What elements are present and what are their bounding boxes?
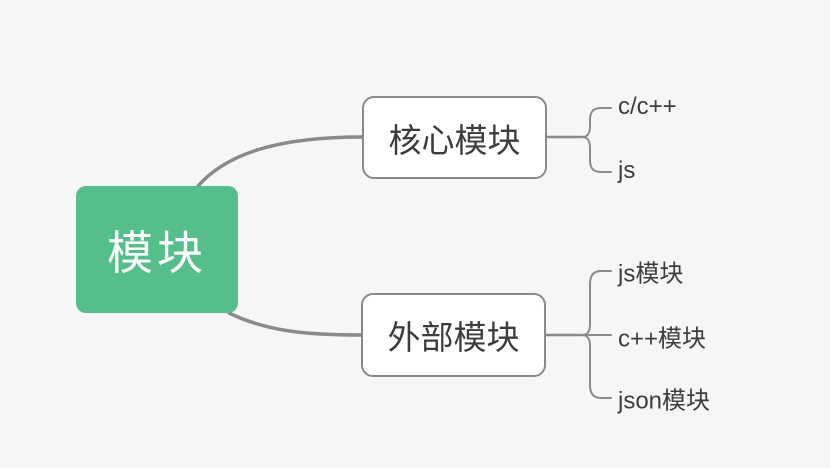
leaf-cpp-module[interactable]: c++模块 — [618, 325, 707, 353]
node-external-label: 外部模块 — [387, 319, 520, 356]
leaf-js-module[interactable]: js模块 — [618, 260, 684, 288]
node-core-label: 核心模块 — [388, 121, 521, 159]
leaf-c-cpp[interactable]: c/c++ — [618, 93, 677, 120]
edge-core-to-js — [581, 136, 612, 173]
edge-root-to-core — [196, 135, 364, 188]
edge-external-to-json-module — [581, 334, 612, 399]
leaf-js[interactable]: js — [618, 157, 636, 184]
node-external-module[interactable]: 外部模块 — [361, 293, 546, 377]
edge-core-to-c-cpp — [581, 107, 612, 138]
node-root-label: 模块 — [107, 226, 207, 279]
leaf-json-module[interactable]: json模块 — [618, 387, 711, 415]
node-core-module[interactable]: 核心模块 — [362, 96, 547, 179]
edge-root-to-external — [227, 311, 363, 337]
node-root-module[interactable]: 模块 — [76, 186, 238, 313]
edge-external-to-js-module — [581, 270, 612, 336]
